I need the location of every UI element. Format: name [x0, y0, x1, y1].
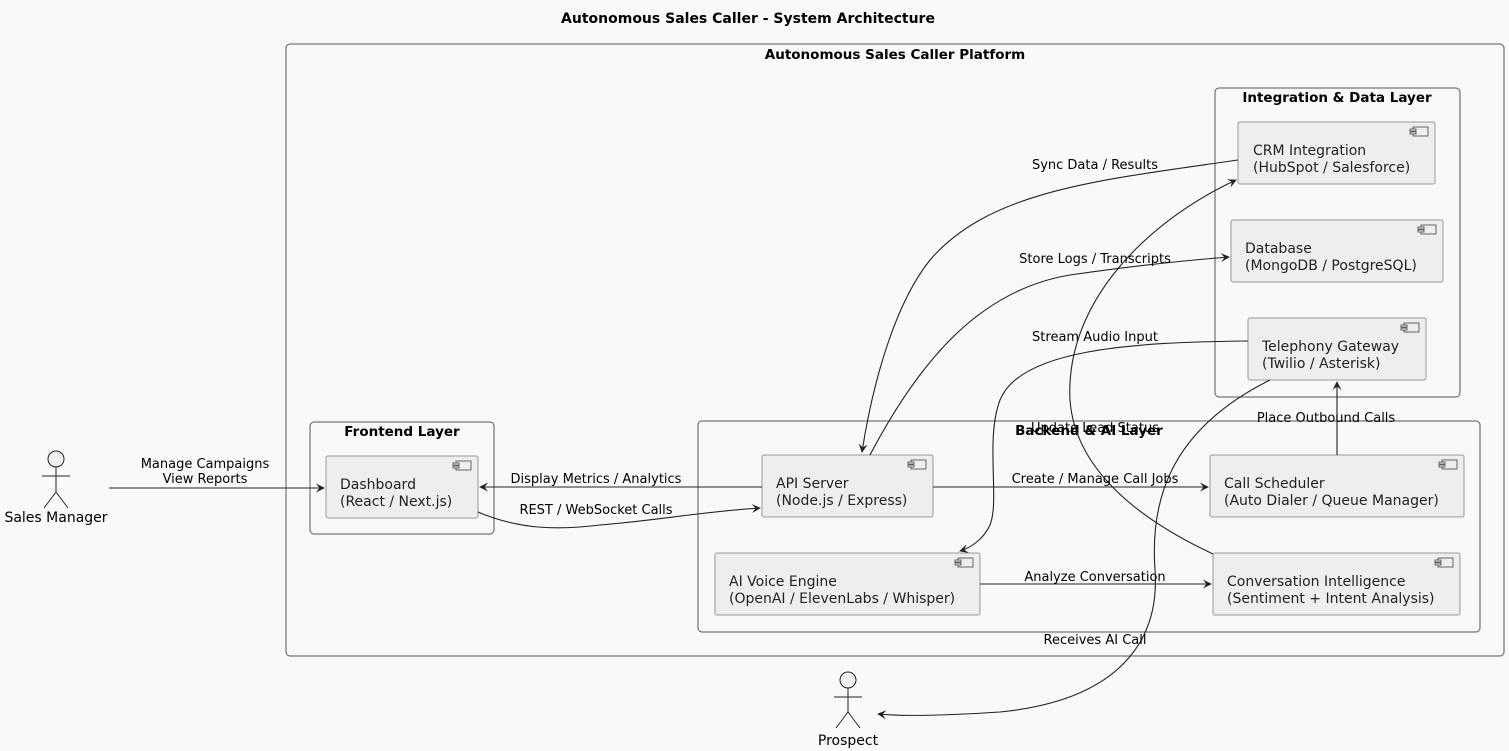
component-api-server-name: API Server: [776, 476, 849, 492]
edge-display-metrics-label: Display Metrics / Analytics: [511, 472, 682, 487]
component-icon: [1438, 459, 1458, 470]
package-frontend-title: Frontend Layer: [344, 424, 460, 440]
component-crm-tech: (HubSpot / Salesforce): [1253, 160, 1410, 176]
component-icon: [1409, 126, 1429, 137]
svg-text:Conversation Intelligence: Conversation Intelligence: [1227, 574, 1405, 590]
package-backend-title: Backend & AI Layer: [1015, 423, 1163, 439]
svg-text:(Node.js / Express): (Node.js / Express): [776, 493, 907, 509]
diagram-title: Autonomous Sales Caller - System Archite…: [561, 11, 935, 27]
component-api-server[interactable]: API Server (Node.js / Express): [761, 454, 934, 518]
edge-stream-audio: Stream Audio Input: [959, 330, 1249, 553]
edge-display-metrics: Display Metrics / Analytics: [479, 472, 762, 492]
svg-text:Telephony Gateway: Telephony Gateway: [1261, 339, 1399, 355]
edge-place-outbound-calls-label: Place Outbound Calls: [1257, 411, 1396, 426]
actor-sales-manager-label: Sales Manager: [4, 510, 107, 526]
svg-text:(HubSpot / Salesforce): (HubSpot / Salesforce): [1253, 160, 1410, 176]
edge-sync-data: Sync Data / Results: [858, 158, 1239, 453]
component-call-scheduler-name: Call Scheduler: [1224, 476, 1325, 492]
edge-store-logs: Store Logs / Transcripts: [869, 252, 1230, 456]
edge-receives-ai-call: Receives AI Call: [877, 379, 1271, 720]
edge-store-logs-label: Store Logs / Transcripts: [1019, 252, 1171, 267]
package-backend: Backend & AI Layer: [697, 420, 1481, 633]
component-dashboard[interactable]: Dashboard (React / Next.js): [325, 455, 479, 519]
svg-text:CRM Integration: CRM Integration: [1253, 143, 1366, 159]
edge-view-reports-label: View Reports: [163, 472, 248, 487]
component-crm[interactable]: CRM Integration (HubSpot / Salesforce): [1237, 121, 1436, 185]
component-dashboard-name: Dashboard: [340, 477, 416, 493]
edge-analyze-conversation: Analyze Conversation: [980, 570, 1212, 589]
package-platform-title: Autonomous Sales Caller Platform: [765, 47, 1025, 63]
component-conversation-intelligence-name: Conversation Intelligence: [1227, 574, 1405, 590]
component-telephony-name: Telephony Gateway: [1261, 339, 1399, 355]
svg-text:Call Scheduler: Call Scheduler: [1224, 476, 1325, 492]
svg-text:(OpenAI / ElevenLabs / Whisper: (OpenAI / ElevenLabs / Whisper): [729, 591, 955, 607]
edge-place-outbound-calls: Place Outbound Calls: [1257, 381, 1396, 455]
component-conversation-intelligence-tech: (Sentiment + Intent Analysis): [1227, 591, 1435, 607]
component-icon: [907, 459, 927, 470]
component-icon: [1434, 557, 1454, 568]
component-ai-voice-engine-tech: (OpenAI / ElevenLabs / Whisper): [729, 591, 955, 607]
edge-update-lead-status-label: Update Lead Status: [1031, 421, 1159, 436]
edge-update-lead-status: Update Lead Status: [1031, 179, 1237, 555]
component-database[interactable]: Database (MongoDB / PostgreSQL): [1230, 219, 1444, 283]
component-crm-name: CRM Integration: [1253, 143, 1366, 159]
svg-text:(Auto Dialer / Queue Manager): (Auto Dialer / Queue Manager): [1224, 493, 1439, 509]
edge-analyze-conversation-label: Analyze Conversation: [1024, 570, 1165, 585]
component-dashboard-tech: (React / Next.js): [340, 494, 452, 510]
component-icon: [1400, 322, 1420, 333]
edge-receives-ai-call-label: Receives AI Call: [1044, 633, 1147, 648]
actor-sales-manager[interactable]: Sales Manager: [4, 450, 108, 526]
package-frontend: Frontend Layer: [309, 421, 495, 535]
edge-manage-campaigns: Manage Campaigns View Reports: [109, 457, 325, 493]
component-ai-voice-engine[interactable]: AI Voice Engine (OpenAI / ElevenLabs / W…: [714, 552, 981, 616]
component-database-name: Database: [1245, 241, 1312, 257]
edge-stream-audio-label: Stream Audio Input: [1032, 330, 1158, 345]
edge-manage-campaigns-label: Manage Campaigns: [141, 457, 270, 472]
component-telephony[interactable]: Telephony Gateway (Twilio / Asterisk): [1247, 317, 1427, 381]
svg-text:(MongoDB / PostgreSQL): (MongoDB / PostgreSQL): [1245, 258, 1417, 274]
svg-text:(Twilio / Asterisk): (Twilio / Asterisk): [1262, 356, 1380, 372]
component-icon: [1417, 224, 1437, 235]
edge-create-call-jobs: Create / Manage Call Jobs: [933, 472, 1209, 492]
svg-text:Database: Database: [1245, 241, 1312, 257]
actor-prospect-label: Prospect: [818, 733, 879, 749]
svg-text:(React / Next.js): (React / Next.js): [340, 494, 452, 510]
svg-text:AI Voice Engine: AI Voice Engine: [729, 574, 837, 590]
component-icon: [954, 557, 974, 568]
svg-text:API Server: API Server: [776, 476, 849, 492]
svg-text:Manage Campaigns: Manage Campaigns: [141, 457, 270, 472]
component-api-server-tech: (Node.js / Express): [776, 493, 907, 509]
component-telephony-tech: (Twilio / Asterisk): [1262, 356, 1380, 372]
svg-text:View Reports: View Reports: [163, 472, 248, 487]
package-integration-title: Integration & Data Layer: [1242, 90, 1432, 106]
svg-text:Dashboard: Dashboard: [340, 477, 416, 493]
edge-create-call-jobs-label: Create / Manage Call Jobs: [1012, 472, 1179, 487]
edge-rest-websocket: REST / WebSocket Calls: [477, 503, 761, 529]
package-platform: Autonomous Sales Caller Platform: [285, 43, 1505, 657]
actor-prospect[interactable]: Prospect: [818, 671, 879, 749]
component-call-scheduler-tech: (Auto Dialer / Queue Manager): [1224, 493, 1439, 509]
component-database-tech: (MongoDB / PostgreSQL): [1245, 258, 1417, 274]
component-call-scheduler[interactable]: Call Scheduler (Auto Dialer / Queue Mana…: [1209, 454, 1465, 518]
edge-rest-websocket-label: REST / WebSocket Calls: [519, 503, 672, 518]
component-icon: [452, 460, 472, 471]
component-conversation-intelligence[interactable]: Conversation Intelligence (Sentiment + I…: [1212, 552, 1461, 616]
component-ai-voice-engine-name: AI Voice Engine: [729, 574, 837, 590]
edge-sync-data-label: Sync Data / Results: [1032, 158, 1158, 173]
svg-text:(Sentiment + Intent Analysis): (Sentiment + Intent Analysis): [1227, 591, 1435, 607]
